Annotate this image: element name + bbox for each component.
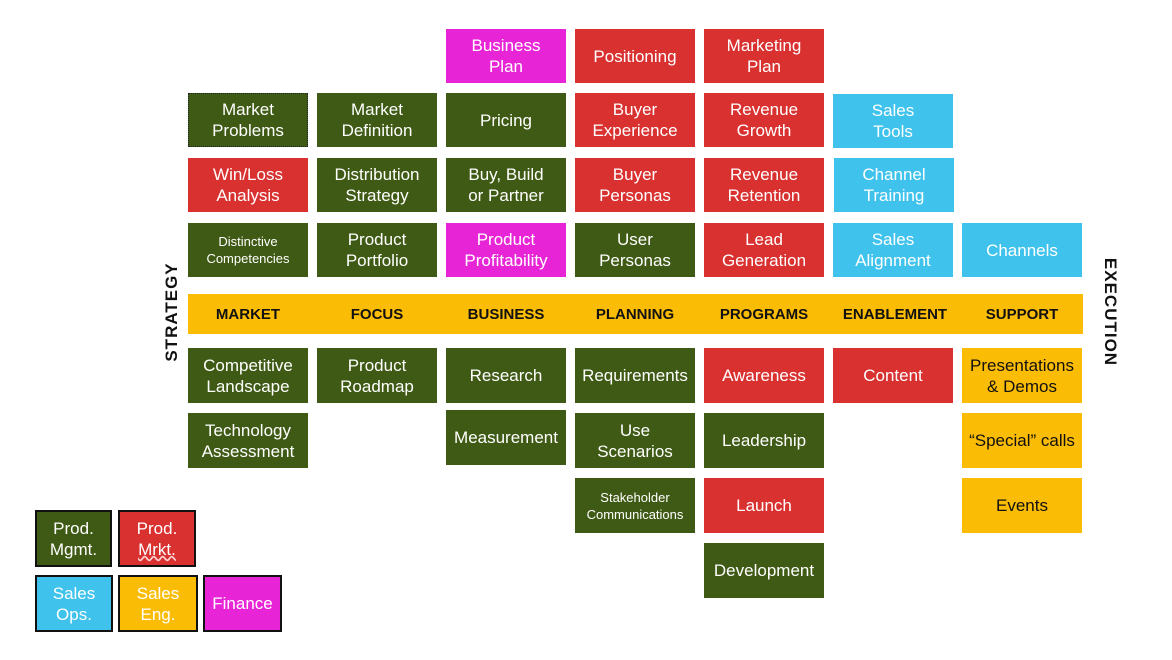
strategy-label: STRATEGY <box>162 262 181 362</box>
box-content: Content <box>833 348 953 403</box>
category-enablement: ENABLEMENT <box>842 305 948 323</box>
box-leadership: Leadership <box>704 413 824 468</box>
box-channel-training: Channel Training <box>834 158 954 212</box>
category-focus: FOCUS <box>350 305 404 323</box>
box-pricing: Pricing <box>446 93 566 147</box>
box-win-loss-analysis: Win/Loss Analysis <box>188 158 308 212</box>
box-marketing-plan: Marketing Plan <box>704 29 824 83</box>
category-programs: PROGRAMS <box>719 305 809 323</box>
box-business-plan: Business Plan <box>446 29 566 83</box>
box-product-profitability: Product Profitability <box>446 223 566 277</box>
box-special-calls: “Special” calls <box>962 413 1082 468</box>
box-product-roadmap: Product Roadmap <box>317 348 437 403</box>
legend-prod-mrkt-line2: Mrkt. <box>138 539 176 559</box>
box-awareness: Awareness <box>704 348 824 403</box>
box-positioning: Positioning <box>575 29 695 83</box>
box-market-problems: Market Problems <box>188 93 308 147</box>
legend-prod-mrkt: Prod. Mrkt. <box>118 510 196 567</box>
box-development: Development <box>704 543 824 598</box>
box-use-scenarios: Use Scenarios <box>575 413 695 468</box>
legend-sales-eng: Sales Eng. <box>118 575 198 632</box>
box-revenue-retention: Revenue Retention <box>704 158 824 212</box>
box-technology-assessment: Technology Assessment <box>188 413 308 468</box>
box-requirements: Requirements <box>575 348 695 403</box>
legend-sales-ops: Sales Ops. <box>35 575 113 632</box>
category-business: BUSINESS <box>467 305 545 323</box>
category-market: MARKET <box>215 305 281 323</box>
legend-prod-mgmt: Prod. Mgmt. <box>35 510 112 567</box>
legend-prod-mrkt-line1: Prod. <box>136 518 178 538</box>
box-buy-build-partner: Buy, Build or Partner <box>446 158 566 212</box>
execution-label: EXECUTION <box>1101 257 1120 367</box>
box-lead-generation: Lead Generation <box>704 223 824 277</box>
box-events: Events <box>962 478 1082 533</box>
box-revenue-growth: Revenue Growth <box>704 93 824 147</box>
box-sales-alignment: Sales Alignment <box>833 223 953 277</box>
legend-finance: Finance <box>203 575 282 632</box>
box-distribution-strategy: Distribution Strategy <box>317 158 437 212</box>
box-product-portfolio: Product Portfolio <box>317 223 437 277</box>
box-sales-tools: Sales Tools <box>833 94 953 148</box>
category-support: SUPPORT <box>985 305 1059 323</box>
category-band <box>188 294 1083 334</box>
box-research: Research <box>446 348 566 403</box>
box-user-personas: User Personas <box>575 223 695 277</box>
box-presentations-demos: Presentations & Demos <box>962 348 1082 403</box>
box-market-definition: Market Definition <box>317 93 437 147</box>
box-buyer-personas: Buyer Personas <box>575 158 695 212</box>
box-buyer-experience: Buyer Experience <box>575 93 695 147</box>
box-measurement: Measurement <box>446 410 566 465</box>
box-competitive-landscape: Competitive Landscape <box>188 348 308 403</box>
box-channels: Channels <box>962 223 1082 277</box>
box-launch: Launch <box>704 478 824 533</box>
box-distinctive-competencies: Distinctive Competencies <box>188 223 308 277</box>
category-planning: PLANNING <box>595 305 675 323</box>
box-stakeholder-communications: Stakeholder Communications <box>575 478 695 533</box>
